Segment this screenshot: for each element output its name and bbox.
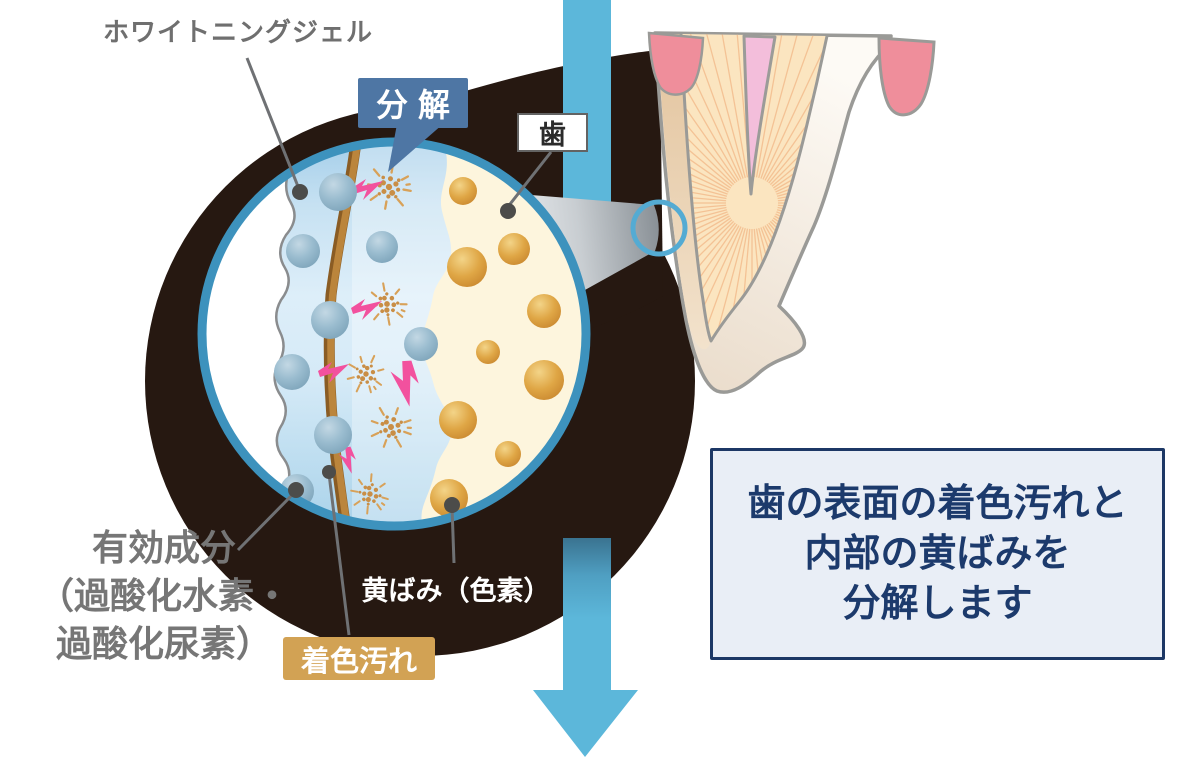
tooth-dentin	[681, 34, 827, 341]
decompose-callout-pointer	[388, 124, 443, 172]
yellowing-label: 黄ばみ（色素）	[361, 576, 551, 606]
tooth-label: 歯	[517, 113, 588, 152]
gel-boundary-line	[273, 159, 296, 523]
whitening-gel-label: ホワイトニングジェル	[103, 17, 374, 47]
stain-label: 着色汚れ	[283, 637, 435, 680]
gum-right	[877, 36, 936, 117]
active-ingredient-line3: 過酸化尿素）	[55, 623, 272, 664]
leader-lines	[236, 57, 553, 636]
decompose-callout: 分解	[358, 78, 468, 128]
caption-line2: 内部の黄ばみを	[804, 533, 1071, 575]
down-arrow-bottom-shaft	[563, 538, 611, 692]
active-ingredient-label: 有効成分 （過酸化水素・ 過酸化尿素）	[0, 524, 332, 668]
tooth-pulp	[742, 34, 777, 196]
caption-line3: 分解します	[842, 583, 1033, 625]
pigment-spheres	[430, 177, 564, 517]
caption-line1: 歯の表面の着色汚れと	[747, 483, 1128, 525]
active-ingredient-line2: （過酸化水素・	[37, 575, 290, 616]
down-arrow-head	[533, 690, 638, 757]
caption-box: 歯の表面の着色汚れと 内部の黄ばみを 分解します	[710, 448, 1165, 660]
gum-left	[647, 31, 705, 96]
tooth-illustration	[647, 31, 936, 394]
magnified-spot-marker	[630, 199, 688, 257]
active-ingredient-line1: 有効成分	[91, 527, 236, 568]
leader-dots	[288, 184, 516, 513]
tooth-cementum-band	[657, 34, 711, 350]
